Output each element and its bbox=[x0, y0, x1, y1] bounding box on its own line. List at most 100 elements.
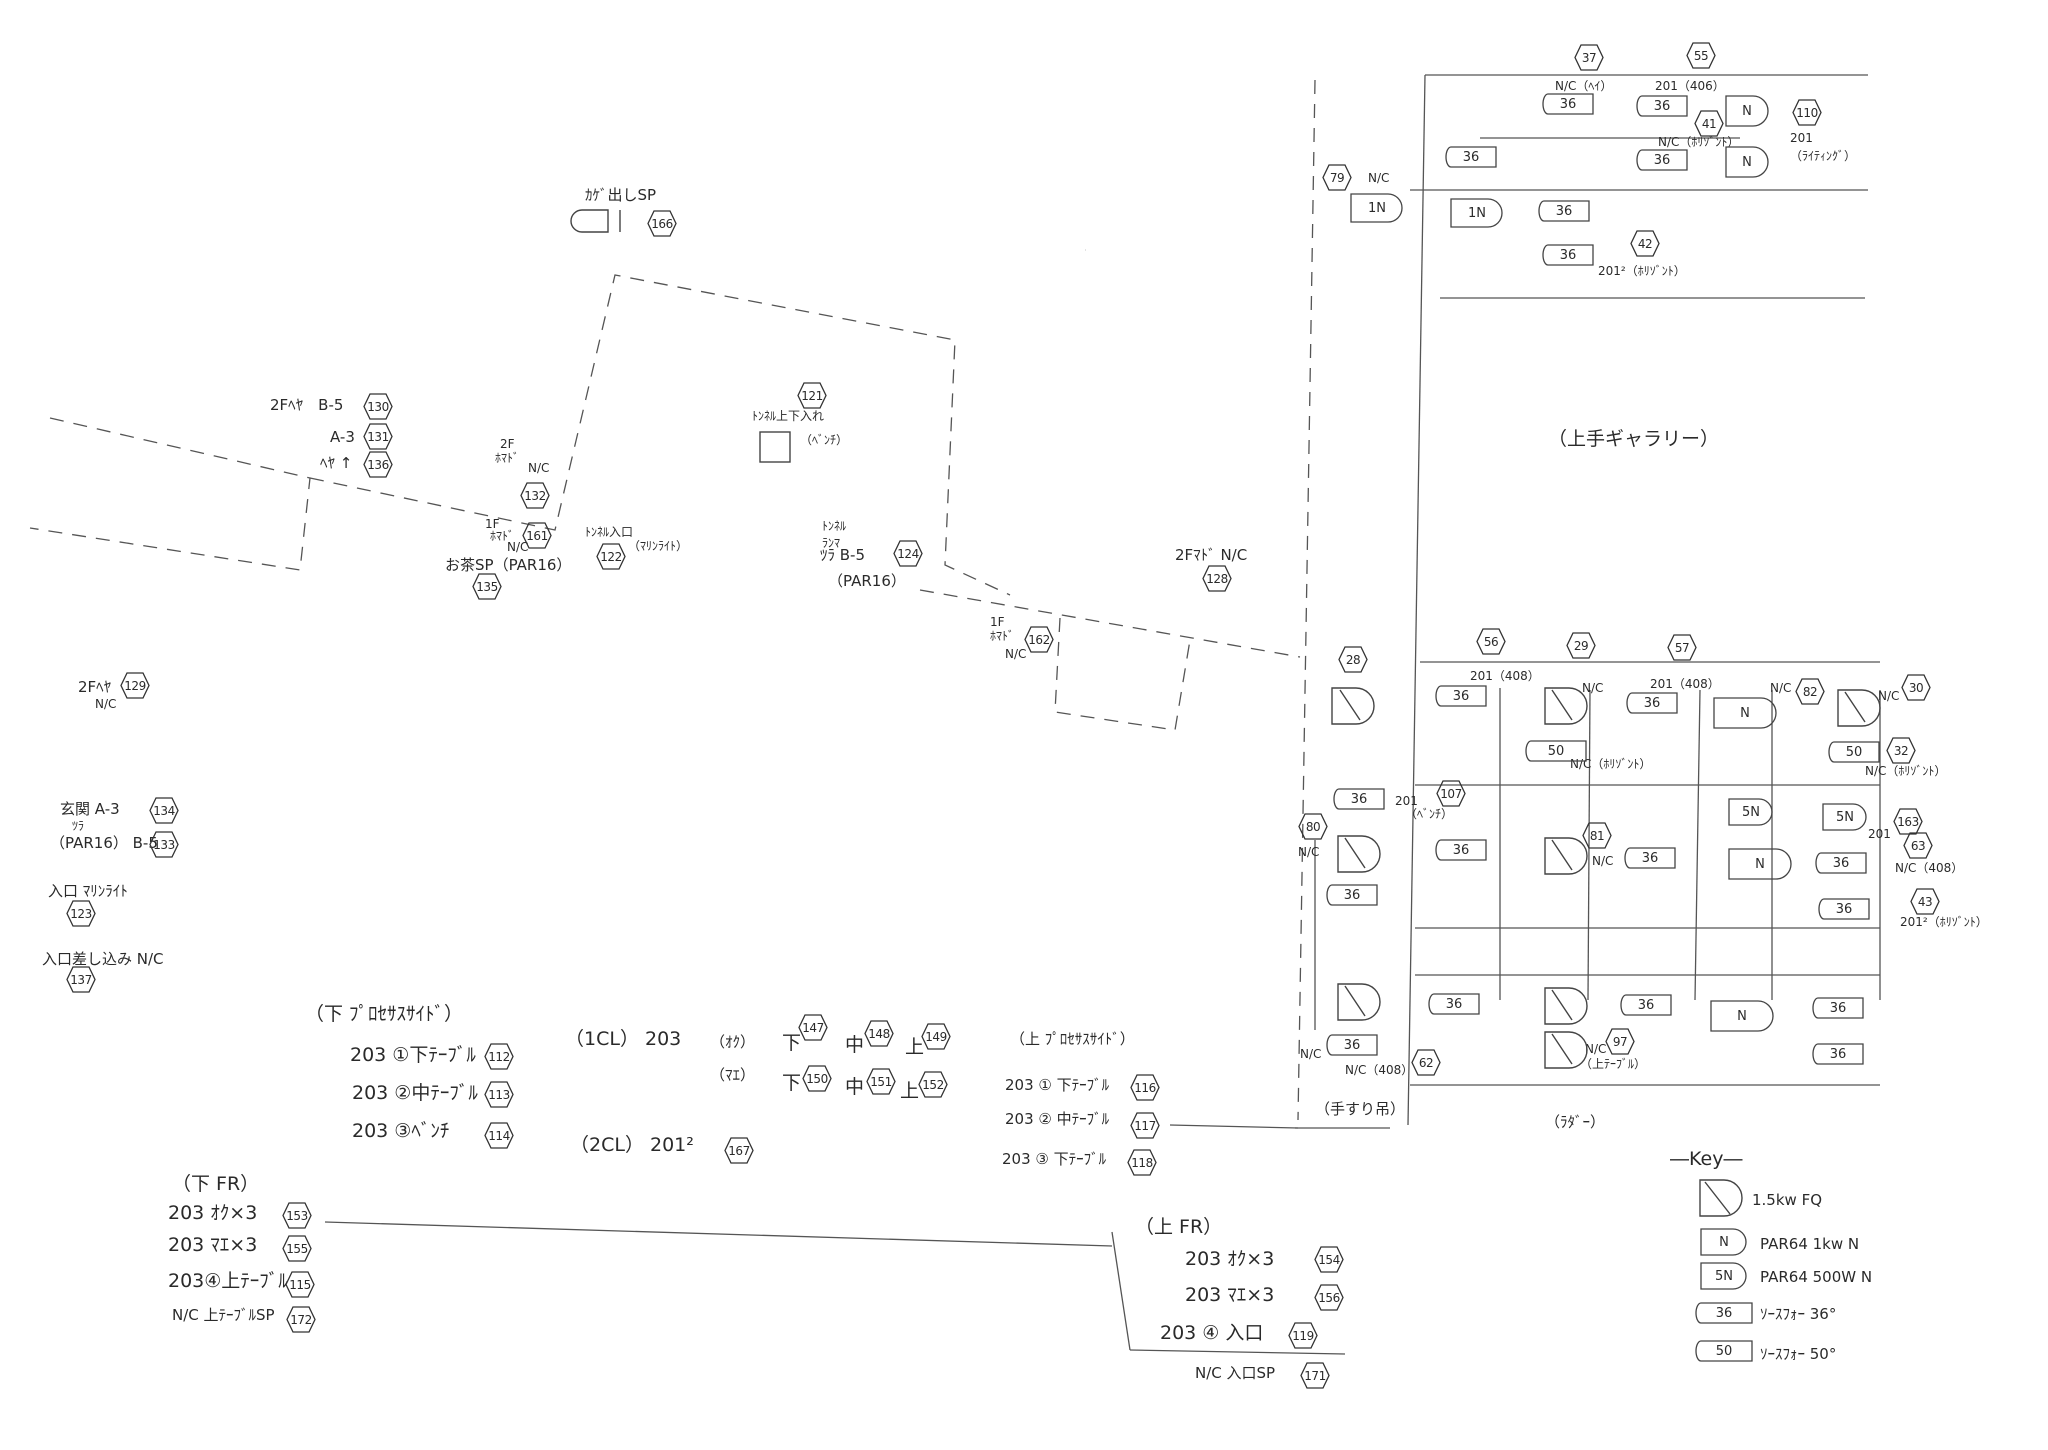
label: N/C bbox=[95, 697, 117, 711]
channel-badge: 149 bbox=[921, 1023, 951, 1050]
label: （ﾍﾞﾝﾁ） bbox=[1405, 807, 1454, 821]
label: N/C bbox=[1298, 845, 1320, 859]
label: N/C bbox=[1300, 1047, 1322, 1061]
channel-badge: 132 bbox=[520, 482, 550, 509]
fq-unit bbox=[1337, 835, 1381, 873]
label: 203④上ﾃｰﾌﾞﾙ bbox=[168, 1270, 288, 1292]
channel-badge: 148 bbox=[864, 1020, 894, 1047]
fixture: 36 bbox=[1538, 200, 1590, 222]
key-title: ―Key― bbox=[1670, 1148, 1743, 1170]
label: （ﾗｲﾃｨﾝｸﾞ） bbox=[1790, 149, 1857, 163]
label: 201（408） bbox=[1470, 669, 1540, 683]
label: 玄関 A-3 bbox=[60, 800, 120, 818]
key-source4-36-symbol: 36 bbox=[1695, 1302, 1753, 1324]
channel-badge: 117 bbox=[1130, 1112, 1160, 1139]
label: N/C 上ﾃｰﾌﾞﾙSP bbox=[172, 1306, 275, 1324]
label: （上 ﾌﾟﾛｾｻｽｻｲﾄﾞ） bbox=[1010, 1030, 1135, 1048]
channel-badge: 119 bbox=[1288, 1322, 1318, 1349]
channel-badge: 62 bbox=[1411, 1049, 1441, 1076]
fq-unit bbox=[1337, 983, 1381, 1021]
channel-badge: 28 bbox=[1338, 646, 1368, 673]
label: N/C bbox=[1582, 681, 1604, 695]
channel-badge: 134 bbox=[149, 797, 179, 824]
label: （ﾍﾞﾝﾁ） bbox=[800, 433, 849, 447]
channel-badge: 57 bbox=[1667, 634, 1697, 661]
fixture: 36 bbox=[1626, 692, 1678, 714]
channel-badge: 156 bbox=[1314, 1284, 1344, 1311]
channel-badge: 129 bbox=[120, 672, 150, 699]
label: N/C（ﾎﾘｿﾞﾝﾄ） bbox=[1658, 135, 1740, 149]
channel-badge: 116 bbox=[1130, 1074, 1160, 1101]
label: 203 ③ 下ﾃｰﾌﾞﾙ bbox=[1002, 1150, 1107, 1168]
fq-unit bbox=[1544, 1031, 1588, 1069]
label: N/C（408） bbox=[1345, 1063, 1414, 1077]
label: 203 ｵｸ×3 bbox=[168, 1202, 258, 1224]
channel-badge: 130 bbox=[363, 393, 393, 420]
channel-badge: 80 bbox=[1298, 813, 1328, 840]
label: 201（408） bbox=[1650, 677, 1720, 691]
fixture: 36 bbox=[1445, 146, 1497, 168]
label: （1CL） 203 bbox=[565, 1028, 682, 1050]
label: （ﾗﾀﾞｰ） bbox=[1545, 1113, 1606, 1131]
fixture: 36 bbox=[1812, 1043, 1864, 1065]
channel-badge: 161 bbox=[522, 522, 552, 549]
channel-badge: 155 bbox=[282, 1235, 312, 1262]
label: N/C bbox=[507, 540, 529, 554]
channel-badge: 79 bbox=[1322, 164, 1352, 191]
channel-badge: 151 bbox=[866, 1068, 896, 1095]
label: 中 bbox=[845, 1034, 865, 1056]
set-outline bbox=[29, 79, 1316, 1121]
channel-badge: 118 bbox=[1127, 1149, 1157, 1176]
channel-badge: 162 bbox=[1024, 626, 1054, 653]
key-par64-500-symbol: 5N bbox=[1700, 1262, 1748, 1290]
fixture: 36 bbox=[1812, 997, 1864, 1019]
label: 201²（ﾎﾘｿﾞﾝﾄ） bbox=[1598, 264, 1686, 278]
channel-badge: 152 bbox=[918, 1071, 948, 1098]
fixture: 36 bbox=[1428, 993, 1480, 1015]
channel-badge: 123 bbox=[66, 900, 96, 927]
label: ﾄﾝﾈﾙ bbox=[822, 519, 847, 533]
fixture: 36 bbox=[1815, 852, 1867, 874]
channel-badge: 97 bbox=[1605, 1028, 1635, 1055]
fixture: 36 bbox=[1636, 95, 1688, 117]
fq-unit bbox=[1544, 837, 1588, 875]
channel-badge: 82 bbox=[1795, 678, 1825, 705]
channel-badge: 81 bbox=[1582, 822, 1612, 849]
channel-badge: 150 bbox=[802, 1065, 832, 1092]
label: （ﾏﾘﾝﾗｲﾄ） bbox=[628, 539, 689, 553]
label: ﾂﾗ B-5 bbox=[820, 546, 866, 564]
fixture: 36 bbox=[1333, 788, 1385, 810]
label: 203 ｵｸ×3 bbox=[1185, 1248, 1275, 1270]
label: ｶｹﾞ出しSP bbox=[585, 186, 657, 204]
fixture: 36 bbox=[1435, 685, 1487, 707]
channel-badge: 115 bbox=[285, 1271, 315, 1298]
label: 201 bbox=[1395, 794, 1418, 808]
channel-badge: 56 bbox=[1476, 628, 1506, 655]
channel-badge: 124 bbox=[893, 540, 923, 567]
label: N/C bbox=[1878, 689, 1900, 703]
label: （PAR16） bbox=[828, 572, 906, 590]
channel-badge: 32 bbox=[1886, 737, 1916, 764]
label: ﾗﾝﾏ bbox=[822, 536, 841, 550]
label: 下 bbox=[782, 1072, 802, 1094]
label: （上ﾃｰﾌﾞﾙ） bbox=[1580, 1057, 1647, 1071]
fq-unit bbox=[1544, 687, 1588, 725]
channel-badge: 113 bbox=[484, 1081, 514, 1108]
label: 201 bbox=[1868, 827, 1891, 841]
label: 203 ① 下ﾃｰﾌﾞﾙ bbox=[1005, 1076, 1110, 1094]
label: ﾄﾝﾈﾙ上下入れ bbox=[752, 409, 825, 423]
channel-badge: 171 bbox=[1300, 1362, 1330, 1389]
fixture: 36 bbox=[1624, 847, 1676, 869]
label: N/C bbox=[1770, 681, 1792, 695]
label: （2CL） 201² bbox=[570, 1134, 694, 1156]
label: 203 ③ﾍﾞﾝﾁ bbox=[352, 1120, 450, 1142]
label: A-3 bbox=[330, 428, 355, 446]
label: N/C（ﾎﾘｿﾞﾝﾄ） bbox=[1570, 757, 1652, 771]
channel-badge: 110 bbox=[1792, 99, 1822, 126]
label: N/C（ﾎﾘｿﾞﾝﾄ） bbox=[1865, 764, 1947, 778]
label: ﾄﾝﾈﾙ入口 bbox=[585, 525, 634, 539]
label: 中 bbox=[845, 1076, 865, 1098]
fixture: N bbox=[1725, 95, 1769, 127]
channel-badge: 135 bbox=[472, 573, 502, 600]
